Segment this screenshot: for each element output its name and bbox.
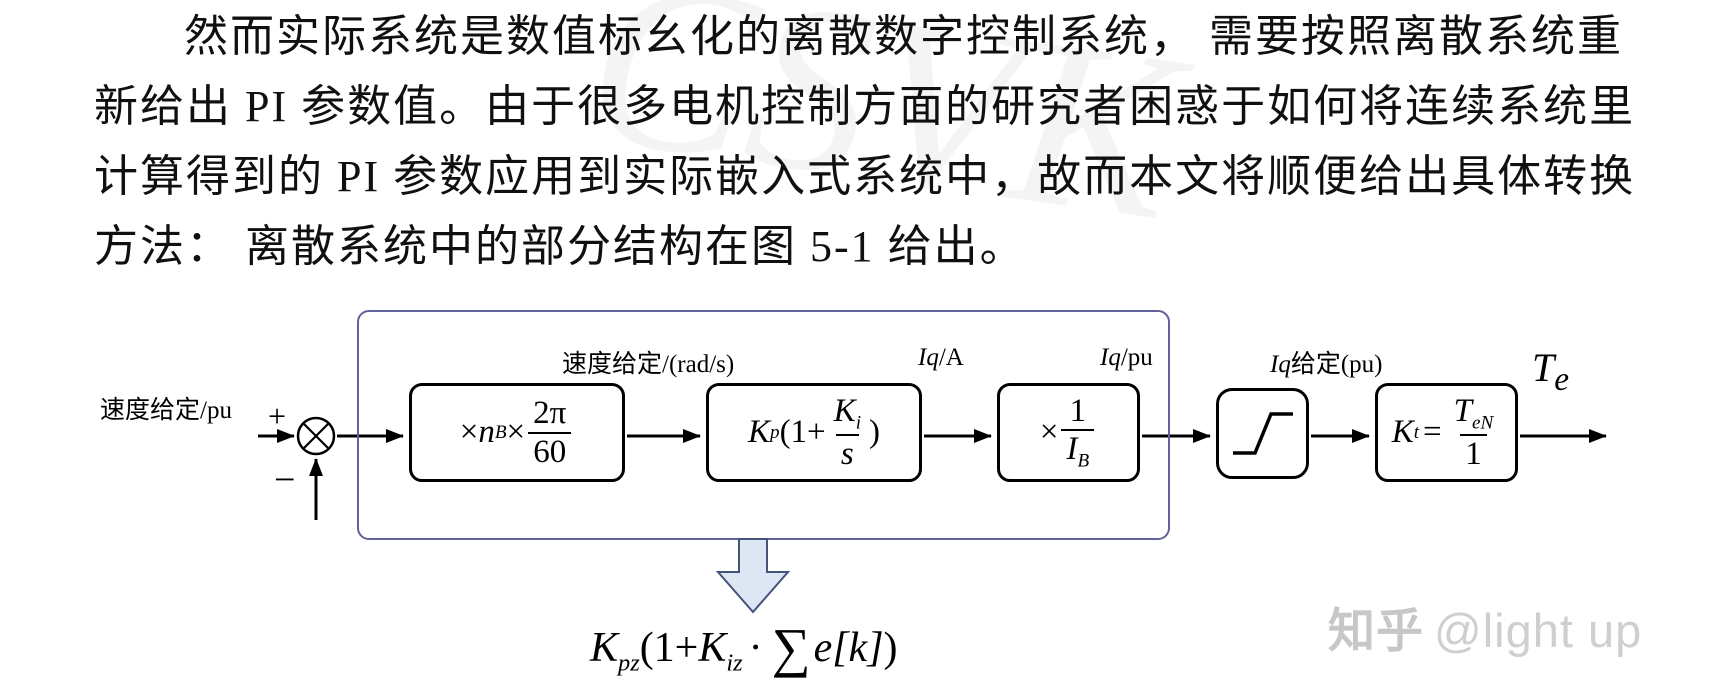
sum-cross (302, 422, 330, 450)
math-term: T (1453, 392, 1473, 429)
fraction-den: IB (1061, 429, 1095, 473)
math-sub: i (855, 412, 862, 434)
paragraph-line: 新给出 PI 参数值。由于很多电机控制方面的研究者困惑于如何将连续系统里 (94, 82, 1636, 131)
diagram-connectors (258, 416, 1607, 520)
zhihu-handle: @light up (1434, 604, 1643, 657)
math-term: K (833, 392, 856, 429)
math-sub: B (494, 421, 507, 443)
math-term: = (1423, 414, 1442, 450)
math-term: (1+ (779, 414, 826, 450)
math-sub: B (1077, 451, 1090, 473)
saturation-icon (1233, 412, 1293, 455)
math-term: ) (883, 625, 898, 671)
callout-down-arrow (715, 538, 791, 614)
math-term: I (1066, 431, 1078, 468)
iq-pu-label-unit: /pu (1120, 344, 1153, 371)
iq-ref-label-var: Iq (1270, 351, 1291, 378)
iq-amp-label-var: Iq (918, 344, 939, 371)
body-paragraph: 然而实际系统是数值标幺化的离散数字控制系统， 需要按照离散系统重 新给出 PI … (94, 2, 1664, 282)
paragraph-line: 计算得到的 PI 参数应用到实际嵌入式系统中，故而本文将顺便给出具体转换 (94, 152, 1636, 201)
iq-pu-label: Iq/pu (1100, 344, 1153, 372)
math-term: × (459, 414, 479, 450)
math-sub: pz (618, 649, 640, 677)
fraction-num: Ki (829, 393, 866, 434)
math-sub: p (770, 421, 780, 443)
discrete-pi-equation: Kpz(1+Kiz·∑e[k]) (590, 616, 898, 679)
math-sub: eN (1472, 412, 1494, 434)
iq-pu-label-var: Iq (1100, 344, 1121, 371)
math-term: K (747, 414, 770, 450)
iq-ref-label-rest: 给定(pu) (1290, 351, 1383, 378)
math-term: ) (869, 414, 881, 450)
output-torque-var: T (1532, 345, 1555, 390)
iq-amp-label-unit: /A (938, 344, 964, 371)
output-torque-label: Te (1532, 344, 1569, 399)
math-term: × (1039, 414, 1059, 450)
fraction-num: TeN (1449, 393, 1499, 434)
math-term: K (590, 625, 619, 671)
fraction-den: 60 (528, 431, 572, 471)
sum-plus-sign: + (268, 398, 287, 434)
speed-rad-label: 速度给定/(rad/s) (562, 351, 735, 378)
iq-ref-label: Iq给定(pu) (1270, 344, 1382, 380)
math-term: e[k] (813, 625, 884, 671)
math-term: · (748, 625, 763, 671)
input-signal-label: 速度给定/pu (100, 397, 232, 424)
fraction-den: 1 (1460, 433, 1487, 473)
sum-minus-sign: − (274, 459, 296, 501)
iq-amp-label: Iq/A (918, 344, 964, 372)
sigma-symbol: ∑ (771, 617, 811, 678)
math-sub: iz (726, 649, 743, 677)
math-sub: t (1413, 421, 1420, 443)
paragraph-line: 方法： 离散系统中的部分结构在图 5-1 给出。 (94, 222, 1026, 271)
figure-5-1-block-diagram: 速度给定/pu + − 速度给定/(rad/s) Iq/A Iq/pu Iq给定… (0, 300, 1725, 692)
math-term: (1+ (639, 625, 699, 671)
math-term: K (698, 625, 727, 671)
output-torque-sub: e (1554, 361, 1570, 398)
fraction-num: 2π (533, 394, 567, 431)
math-term: K (1391, 414, 1414, 450)
block-saturation (1216, 388, 1309, 479)
paragraph-line: 然而实际系统是数值标幺化的离散数字控制系统， 需要按照离散系统重 (184, 12, 1623, 61)
zhihu-logo-text: 知乎 (1328, 604, 1424, 657)
fraction-den: s (835, 433, 859, 473)
math-term: n (478, 414, 495, 450)
fraction-num: 1 (1069, 392, 1087, 429)
math-term: × (506, 414, 526, 450)
zhihu-watermark: 知乎@light up (1328, 592, 1642, 661)
